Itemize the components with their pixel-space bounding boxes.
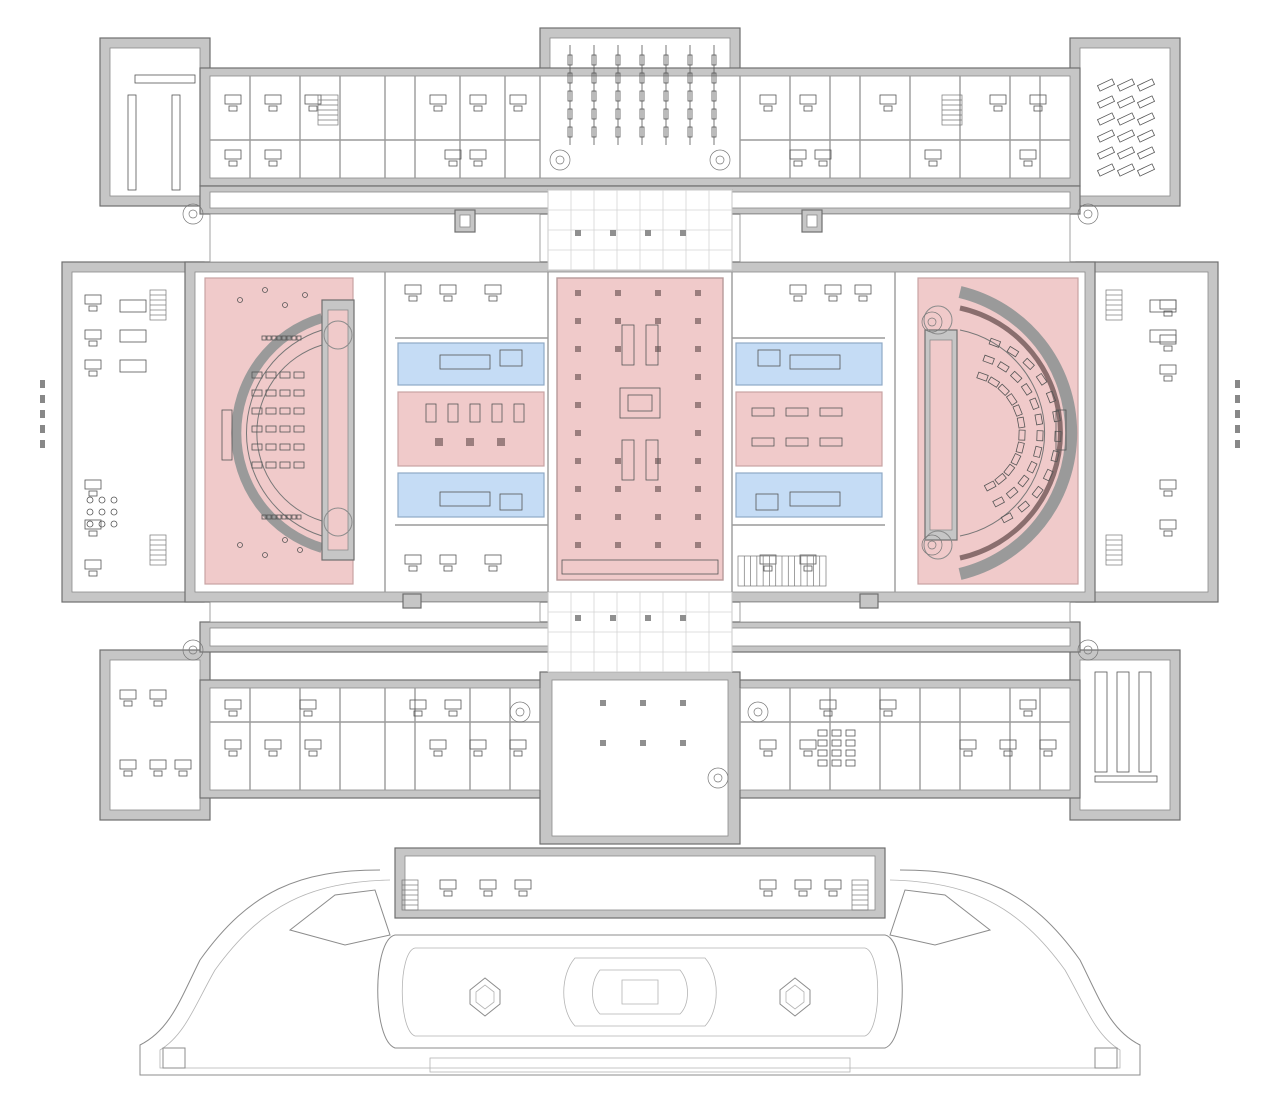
pedestal-left <box>162 1047 186 1069</box>
entrance-halls <box>547 189 733 746</box>
fountain-right <box>779 977 811 1017</box>
central-hall <box>556 277 724 581</box>
wing-desks <box>84 94 1177 897</box>
side-halls-left <box>397 342 545 518</box>
library-shelves <box>127 74 1158 783</box>
fountain-left <box>469 977 501 1017</box>
side-halls-right <box>735 342 883 518</box>
south-range-partitions <box>210 688 1070 790</box>
stairs <box>149 94 1123 911</box>
pedestal-right <box>1094 1047 1118 1069</box>
east-chamber <box>917 277 1079 585</box>
window-marks <box>40 380 1240 448</box>
lightwells <box>209 209 1071 623</box>
west-chamber <box>204 277 355 585</box>
forecourt-garden <box>139 869 1141 1076</box>
north-range-partitions <box>210 76 1070 592</box>
north-stacks <box>567 45 717 145</box>
